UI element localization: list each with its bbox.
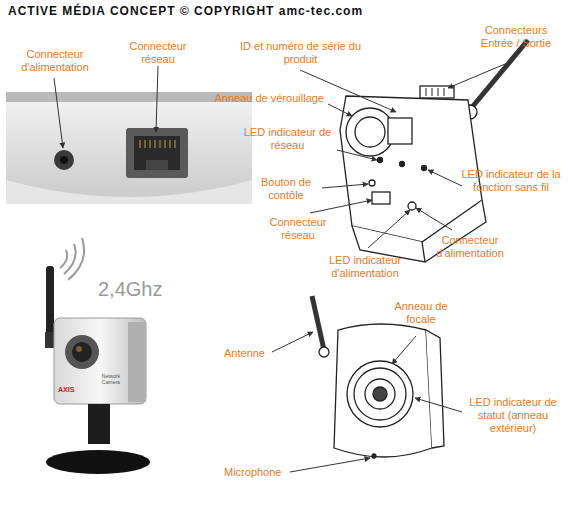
frequency-label: 2,4Ghz	[98, 278, 178, 302]
part-label: Antenne	[224, 347, 272, 360]
watermark: ACTIVE MÉDIA CONCEPT © COPYRIGHT amc-tec…	[8, 4, 448, 18]
part-label: Bouton de contôle	[252, 176, 320, 202]
camera-back-drawing	[340, 40, 528, 262]
part-label: Connecteur d'alimentation	[10, 48, 100, 74]
part-label: ID et numéro de série du produit	[238, 40, 363, 66]
camera-photo	[45, 238, 150, 474]
part-label: Connecteur réseau	[258, 216, 338, 242]
part-label: Anneau de vérouillage	[196, 92, 324, 105]
part-label: Connecteur d'alimentation	[420, 234, 520, 260]
part-label: Connecteurs Entrée / Sortie	[468, 24, 564, 50]
camera-back-photo	[6, 92, 252, 204]
leader-lines	[54, 64, 505, 472]
part-label: Connecteur réseau	[118, 40, 198, 66]
part-label: Anneau de focale	[388, 300, 454, 326]
part-label: Microphone	[224, 466, 290, 479]
brand-mark: AXIS	[58, 386, 82, 394]
part-label: LED indicateur de réseau	[240, 126, 335, 152]
model-text: Network Camera	[96, 374, 126, 386]
part-label: LED indicateur d'alimentation	[310, 254, 420, 280]
part-label: LED indicateur de statut (anneau extérie…	[460, 396, 566, 435]
part-label: LED indicateur de la fonction sans fil	[456, 168, 566, 194]
